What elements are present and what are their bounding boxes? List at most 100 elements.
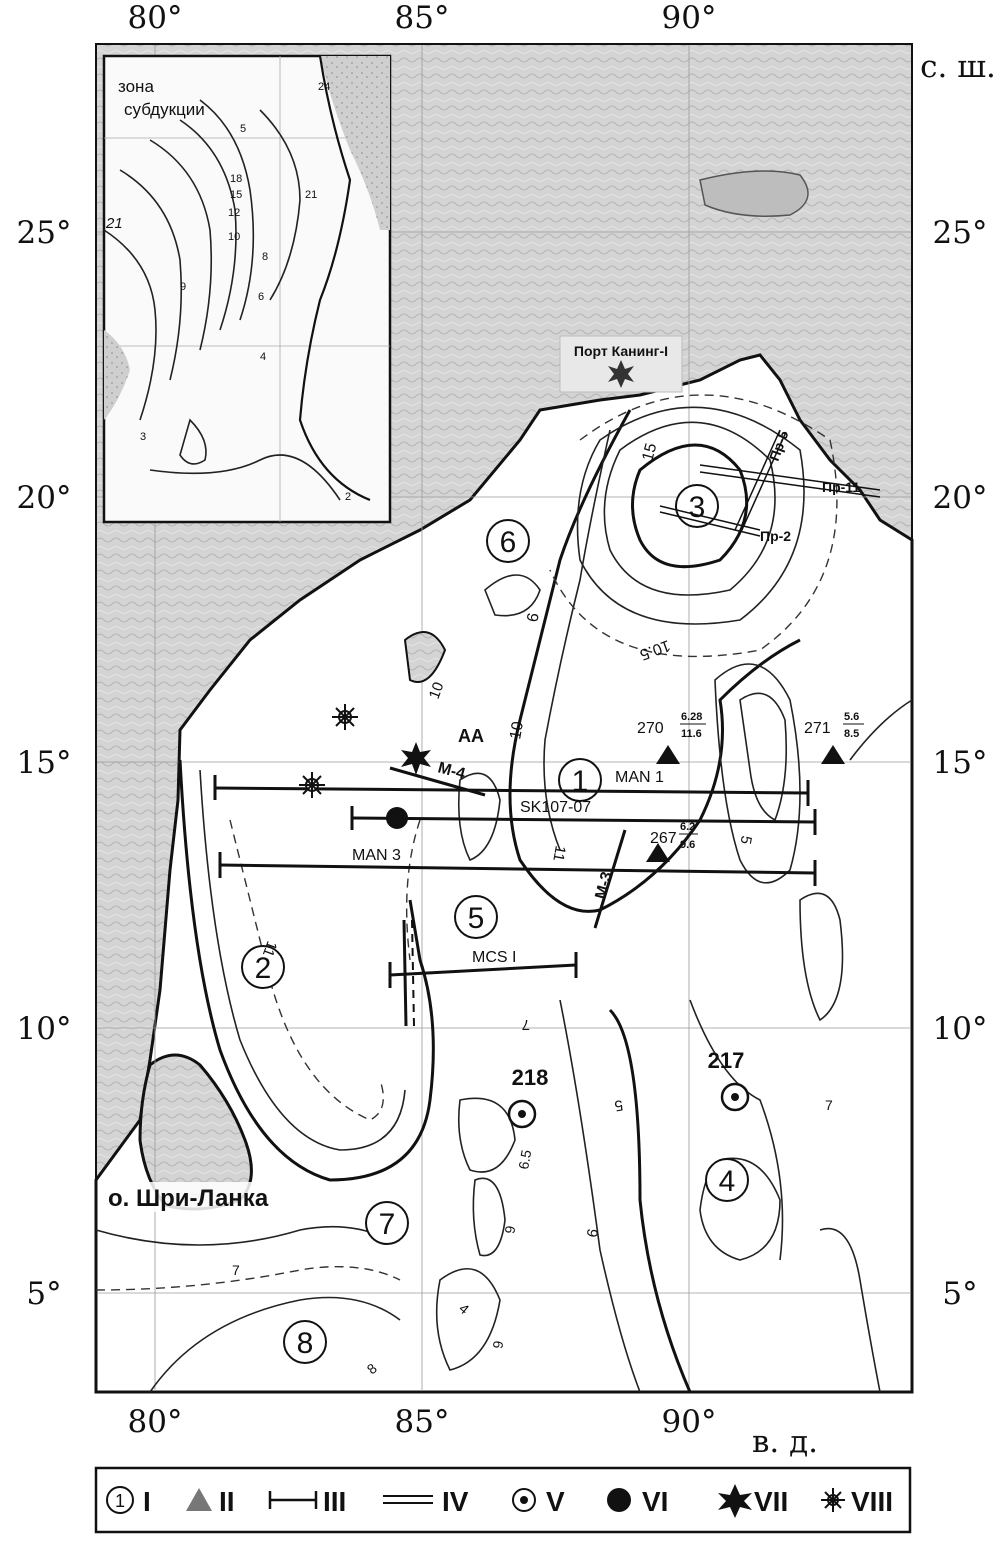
lon-bottom-85: 85° xyxy=(395,1404,450,1440)
legend-item-V: V xyxy=(512,1486,565,1517)
svg-text:218: 218 xyxy=(512,1065,549,1090)
profile-sk-label: SK107-07 xyxy=(520,799,591,816)
profile-man1-label: MAN 1 xyxy=(615,769,664,786)
lat-labels-left: 25° 20° 15° 10° 5° xyxy=(17,215,72,1312)
svg-text:5: 5 xyxy=(613,1096,624,1114)
svg-text:1: 1 xyxy=(572,765,589,798)
svg-text:VIII: VIII xyxy=(851,1486,893,1517)
lat-right-10: 10° xyxy=(933,1011,988,1047)
inset-contour-3: 3 xyxy=(140,431,146,443)
inset-subduction-label-2: субдукции xyxy=(124,100,205,119)
svg-text:7: 7 xyxy=(825,1097,833,1113)
legend-item-VIII: VIII xyxy=(821,1486,893,1517)
svg-text:271: 271 xyxy=(804,720,831,737)
inset-contour-10: 10 xyxy=(228,231,240,243)
triangle-icon xyxy=(646,843,670,862)
svg-text:7: 7 xyxy=(232,1262,240,1278)
sri-lanka-label: о. Шри-Ланка xyxy=(108,1185,269,1212)
dot-icon xyxy=(386,807,408,829)
svg-text:6: 6 xyxy=(500,526,517,559)
svg-text:270: 270 xyxy=(637,720,664,737)
lat-labels-right: 25° 20° 15° 10° 5° с. ш. xyxy=(920,49,996,1312)
svg-text:6: 6 xyxy=(490,1339,507,1350)
inset-contour-5: 5 xyxy=(240,123,246,135)
lat-right-5: 5° xyxy=(942,1276,977,1312)
svg-text:6: 6 xyxy=(502,1224,519,1235)
svg-text:VII: VII xyxy=(754,1486,788,1517)
station-270: 270 6.28 11.6 xyxy=(637,711,706,764)
legend-item-I: 1 I xyxy=(106,1486,151,1517)
svg-text:10: 10 xyxy=(507,720,527,741)
svg-text:4: 4 xyxy=(719,1165,736,1198)
lat-left-20: 20° xyxy=(17,480,72,516)
svg-text:11.6: 11.6 xyxy=(681,728,702,740)
burst-icon xyxy=(332,704,358,730)
lat-left-10: 10° xyxy=(17,1011,72,1047)
inset-contour-9: 9 xyxy=(180,281,186,293)
svg-text:V: V xyxy=(546,1486,565,1517)
lon-top-80: 80° xyxy=(128,0,183,36)
lat-right-15: 15° xyxy=(933,745,988,781)
svg-text:6.5: 6.5 xyxy=(515,1148,534,1170)
inset-map: зона субдукции 21 24 5 18 15 12 10 8 6 2… xyxy=(102,54,392,524)
inset-contour-12: 12 xyxy=(228,207,240,219)
profile-m3-label: M-3 xyxy=(592,870,616,901)
port-canning-marker: Порт Канинг-I xyxy=(559,335,683,393)
svg-text:10: 10 xyxy=(426,680,448,701)
triangle-icon xyxy=(186,1488,212,1511)
svg-text:6.28: 6.28 xyxy=(681,711,702,723)
svg-text:8.5: 8.5 xyxy=(844,728,859,740)
region-6: 6 xyxy=(486,519,530,563)
legend-item-IV: IV xyxy=(383,1486,469,1517)
star-icon xyxy=(718,1484,752,1518)
legend-item-VI: VI xyxy=(607,1486,668,1517)
lon-top-90: 90° xyxy=(662,0,717,36)
inset-contour-4: 4 xyxy=(260,351,266,363)
svg-text:III: III xyxy=(323,1486,346,1517)
svg-text:8: 8 xyxy=(297,1327,314,1360)
lake-patch xyxy=(699,170,809,217)
svg-text:267: 267 xyxy=(650,830,677,847)
region-8: 8 xyxy=(283,1320,327,1364)
inset-subduction-label-1: зона xyxy=(118,77,154,96)
dot-icon xyxy=(607,1488,631,1512)
lon-unit: в. д. xyxy=(752,1424,818,1460)
well-217: 217 xyxy=(708,1048,750,1112)
profile-aa-label: AA xyxy=(458,726,484,746)
profile-mcs-label: MCS I xyxy=(472,949,516,966)
inset-contour-6: 6 xyxy=(258,291,264,303)
region-2: 2 xyxy=(241,945,285,989)
lon-bottom-80: 80° xyxy=(128,1404,183,1440)
svg-text:11: 11 xyxy=(549,844,568,862)
inset-contour-15: 15 xyxy=(230,189,242,201)
svg-text:2: 2 xyxy=(255,952,272,985)
legend-item-VII: VII xyxy=(718,1484,788,1518)
lon-bottom-90: 90° xyxy=(662,1404,717,1440)
burst-icon xyxy=(821,1488,845,1512)
svg-text:6.2: 6.2 xyxy=(680,821,695,833)
region-1: 1 xyxy=(558,758,602,802)
star-icon xyxy=(401,742,431,775)
station-271: 271 5.6 8.5 xyxy=(804,711,864,764)
svg-text:7: 7 xyxy=(522,1016,530,1033)
lat-left-15: 15° xyxy=(17,745,72,781)
inset-contour-21b: 21 xyxy=(305,189,317,201)
lon-top-85: 85° xyxy=(395,0,450,36)
profile-pr2-label: Пр-2 xyxy=(760,528,791,544)
profile-man3-label: MAN 3 xyxy=(352,847,401,864)
contour-labels: 15 10.5 9 10 10 11 11 5 7 5 6.5 6 9 4 6 … xyxy=(232,441,833,1377)
well-218: 218 xyxy=(507,1065,549,1129)
legend-item-II: II xyxy=(186,1486,235,1517)
lat-left-25: 25° xyxy=(17,215,72,251)
svg-text:11: 11 xyxy=(259,939,280,959)
profile-pr11-label: Пр-11 xyxy=(822,479,860,495)
svg-text:9: 9 xyxy=(522,611,540,623)
svg-text:5: 5 xyxy=(468,902,485,935)
inset-contour-18: 18 xyxy=(230,173,242,185)
lat-right-20: 20° xyxy=(933,480,988,516)
svg-text:II: II xyxy=(219,1486,235,1517)
region-7: 7 xyxy=(365,1201,409,1245)
inset-contour-8: 8 xyxy=(262,251,268,263)
legend: 1 I II III IV V VI VII xyxy=(94,1466,912,1534)
